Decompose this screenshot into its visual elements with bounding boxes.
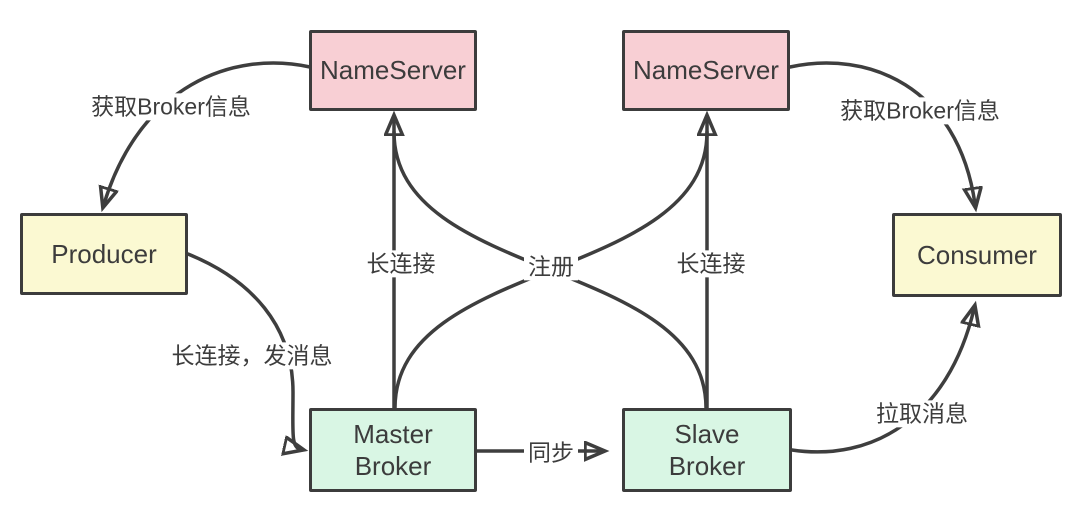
consumer-box: Consumer xyxy=(892,213,1062,297)
master-broker-label-line2: Broker xyxy=(354,451,432,481)
edge-label-register: 注册 xyxy=(524,253,578,281)
nameserver2-box: NameServer xyxy=(622,30,790,111)
edge-label-long-connection-right: 长连接 xyxy=(672,250,750,278)
edge-label-pull-message: 拉取消息 xyxy=(872,400,972,428)
nameserver1-label: NameServer xyxy=(320,55,466,86)
nameserver2-label: NameServer xyxy=(633,55,779,86)
nameserver1-box: NameServer xyxy=(309,30,477,111)
edge-ns2-to-consumer-arrow xyxy=(788,61,975,204)
edge-ns1-to-producer-arrow xyxy=(104,61,312,204)
slave-broker-label-line1: Slave xyxy=(674,418,740,449)
edge-slave-to-consumer-arrow xyxy=(790,309,974,454)
edge-label-get-broker-info-right: 获取Broker信息 xyxy=(836,97,1004,125)
edge-label-get-broker-info-left: 获取Broker信息 xyxy=(87,93,255,121)
consumer-label: Consumer xyxy=(917,239,1037,270)
producer-label: Producer xyxy=(51,238,157,269)
slave-broker-box: Slave Broker xyxy=(622,408,792,492)
edge-label-long-connection-send: 长连接，发消息 xyxy=(167,342,337,370)
edge-label-sync: 同步 xyxy=(524,439,578,467)
producer-box: Producer xyxy=(20,213,188,295)
edge-label-long-connection-left: 长连接 xyxy=(362,250,440,278)
master-broker-label-line1: Master xyxy=(353,418,433,449)
slave-broker-label-line2: Broker xyxy=(668,451,746,481)
master-broker-box: Master Broker xyxy=(309,408,477,492)
